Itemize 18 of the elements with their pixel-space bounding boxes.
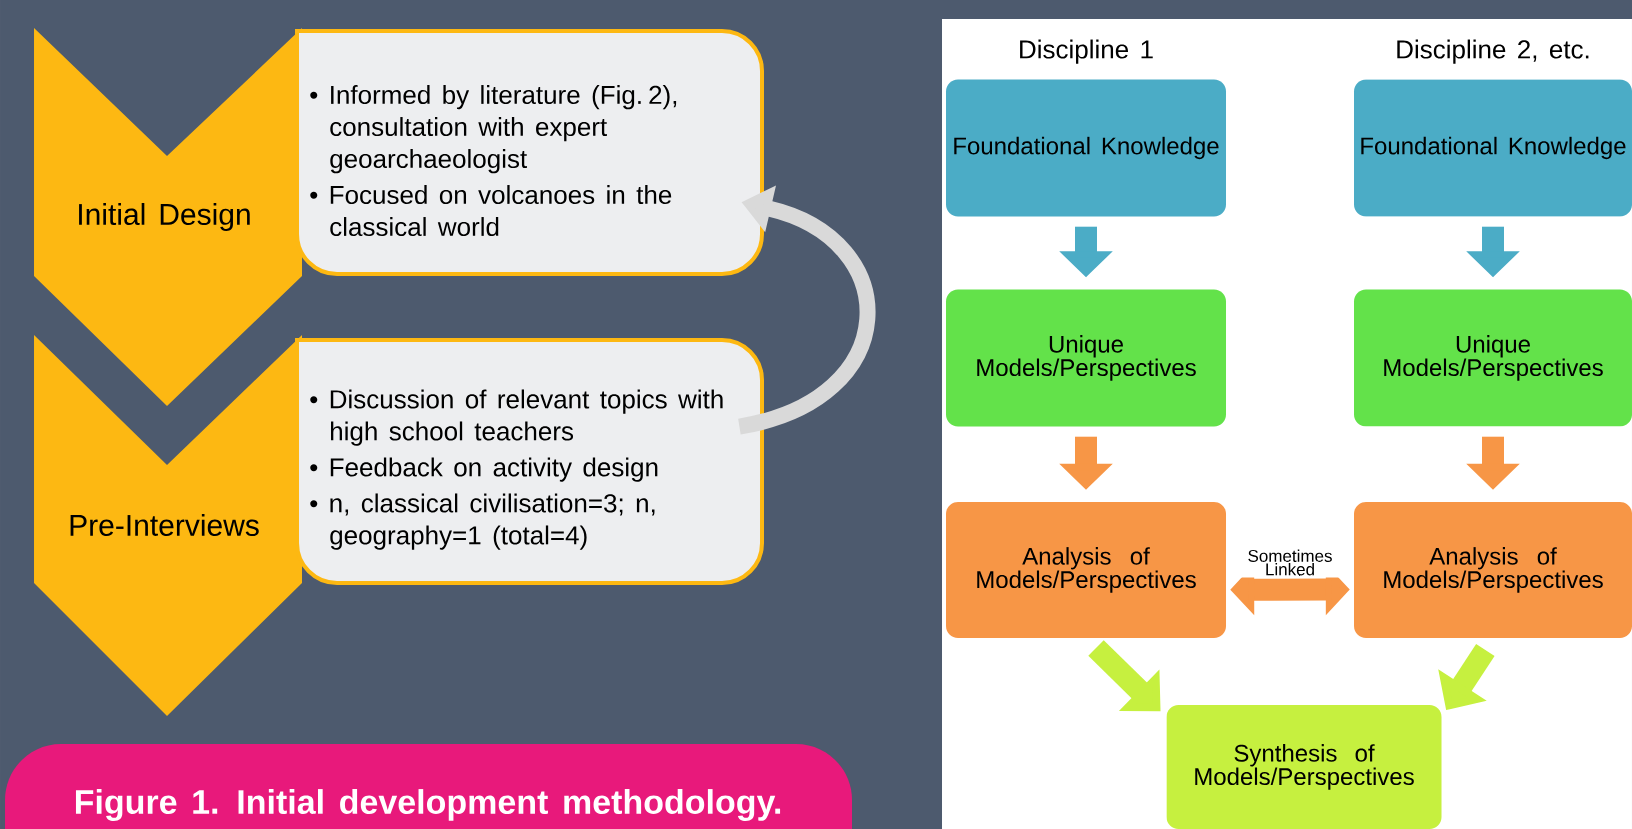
node-label: Initial Design: [79, 203, 250, 231]
process-box: Unique Models/Perspectives: [1354, 289, 1632, 427]
process-box: Analysis of Models/Perspectives: [946, 502, 1226, 638]
arrow: [1088, 640, 1161, 712]
process-box: Synthesis of Models/Perspectives: [1166, 705, 1442, 829]
column-heading: Discipline 2, etc.: [1397, 39, 1589, 64]
process-box: Foundational Knowledge: [946, 79, 1226, 217]
node-label: Pre-Interviews: [70, 513, 259, 537]
process-box: Unique Models/Perspectives: [946, 289, 1226, 427]
column-heading: Discipline 1: [1020, 39, 1153, 64]
bullet-box: • Discussion of relevant topics with high school teachers • Feedback on activity design • n, classical civilisation=3; n, geography=1 (total=4): [295, 338, 764, 585]
step-band: Initial Design: [34, 28, 302, 406]
bullet-box: • Informed by literature (Fig. 2), consultation with expert geoarchaeologist • Focused on volcanoes in the classical world: [295, 29, 764, 276]
caption-banner: Figure 1. Initial development methodology.: [5, 744, 852, 829]
edge-label: Sometimes Linked: [1233, 547, 1347, 578]
process-box: Foundational Knowledge: [1354, 79, 1632, 217]
process-box: Analysis of Models/Perspectives: [1354, 502, 1632, 638]
step-band: Pre-Interviews: [34, 335, 302, 716]
